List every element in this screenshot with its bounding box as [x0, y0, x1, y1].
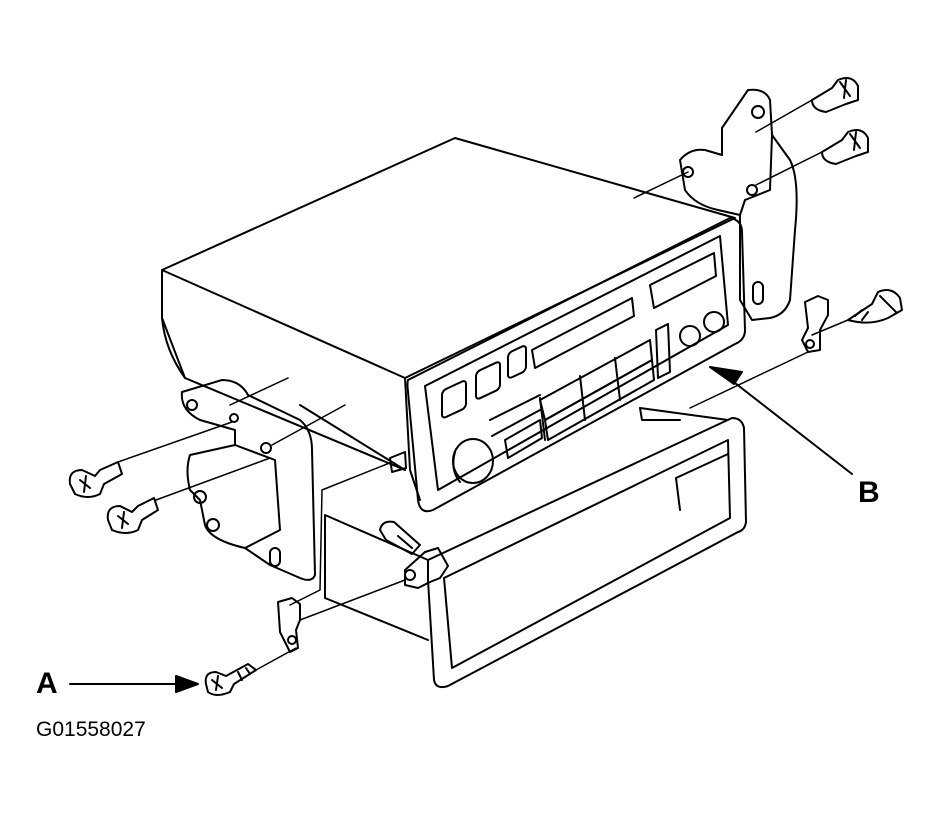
right-bracket-hole-2: [683, 167, 693, 177]
left-mounting-bracket: [182, 380, 315, 580]
callout-label-b: B: [858, 476, 880, 509]
left-bracket-hole-4: [261, 443, 271, 453]
right-screw-upper: [812, 78, 858, 112]
radio-faceplate-inner: [425, 236, 728, 490]
radio-lower-slot: [505, 420, 542, 458]
radio-display-right: [650, 253, 716, 308]
radio-knob-right-2: [704, 312, 724, 332]
right-tapping-screw: [848, 290, 902, 323]
radio-tall-buttons: [656, 324, 670, 378]
pocket-frame-inner: [444, 440, 730, 668]
pocket-tab-hole: [405, 570, 415, 580]
left-clip: [278, 598, 300, 652]
right-bracket-hole-3: [747, 185, 757, 195]
radio-body-side: [162, 318, 405, 470]
left-bracket-outline: [182, 380, 315, 580]
right-bracket-outline: [680, 90, 797, 320]
left-bracket-hole-3: [207, 519, 219, 531]
left-bracket-hole-2: [194, 491, 206, 503]
pocket-tab: [405, 548, 448, 588]
left-screw-lower: [108, 498, 158, 533]
right-screw-lower: [822, 130, 868, 164]
callout-label-a: A: [36, 667, 58, 700]
left-bracket-fold: [235, 445, 280, 548]
radio-knob-right-1: [680, 326, 700, 346]
right-bracket-slot: [753, 282, 763, 304]
radio-rear-connector: [390, 452, 406, 472]
radio-display-left: [540, 340, 652, 420]
left-bracket-slot: [270, 548, 280, 566]
radio-cassette-slot: [532, 298, 634, 368]
radio-volume-knob-shaft: [453, 452, 460, 482]
radio-button-1: [442, 380, 466, 419]
radio-button-2: [476, 361, 500, 400]
storage-pocket: [325, 408, 746, 687]
left-tapping-screw-a: [206, 664, 256, 695]
left-bracket-hole-1: [187, 400, 197, 410]
right-clip: [802, 296, 828, 352]
pocket-screw: [380, 522, 420, 554]
radio-button-3: [508, 345, 526, 379]
left-bracket-hole-5: [230, 414, 238, 422]
radio-body: [162, 138, 735, 500]
pocket-frame: [428, 418, 746, 687]
radio-preset-buttons: [490, 358, 654, 440]
left-screw-upper: [70, 462, 122, 497]
right-mounting-bracket: [680, 90, 797, 320]
callout-arrow-a: [70, 676, 198, 692]
right-bracket-fold: [722, 128, 772, 215]
right-bracket-hole-1: [752, 106, 764, 118]
pocket-body: [325, 408, 728, 640]
radio-unit: [162, 138, 745, 511]
alignment-lines: [118, 100, 848, 670]
figure-id: G01558027: [36, 718, 146, 741]
pocket-side-wall: [640, 408, 728, 510]
callout-arrow-b: [710, 367, 852, 474]
